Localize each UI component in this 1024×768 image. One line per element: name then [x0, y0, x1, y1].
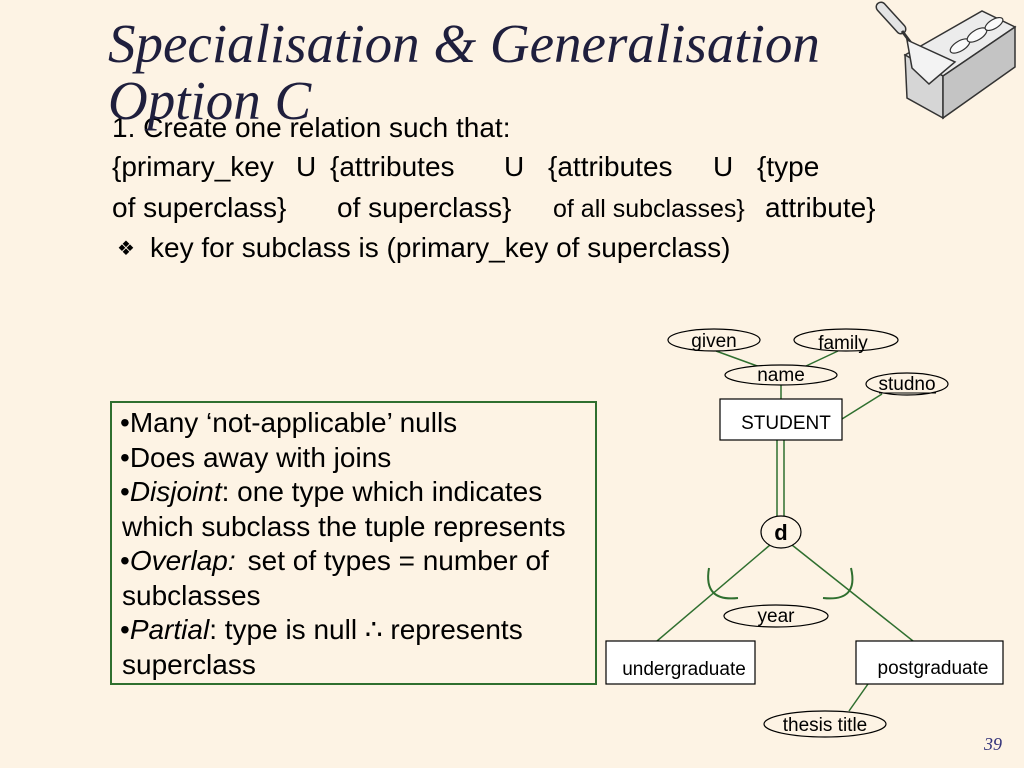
list-item-text: Does away with joins — [129, 441, 392, 473]
slide-title-line-2: Option C — [108, 70, 312, 131]
trowel-handle — [877, 3, 905, 33]
formula-token: of superclass} — [337, 192, 512, 223]
key-bullet-line: ❖ key for subclass is (primary_key of su… — [0, 228, 1024, 268]
family-attribute — [793, 328, 899, 352]
thesis-title-label: thesis title — [783, 715, 867, 736]
given-label: given — [691, 331, 736, 352]
union-operator: U — [713, 151, 734, 182]
key-note-text: key for subclass is (primary_key of supe… — [150, 232, 731, 263]
name-attribute — [724, 364, 838, 386]
family-connector — [805, 350, 839, 367]
bullet: • — [120, 545, 130, 576]
year-attribute — [723, 604, 829, 628]
formula-token: {primary_key — [112, 151, 274, 182]
studno-connector — [841, 393, 883, 420]
page-number: 39 — [984, 734, 1002, 754]
studno-label: studno — [878, 374, 935, 395]
formula-token: {attributes — [548, 151, 673, 182]
formula-token: attribute} — [765, 192, 876, 223]
union-operator: U — [296, 151, 317, 182]
list-item-term: Overlap: — [129, 545, 236, 576]
relation-intro: 1. Create one relation such that: — [0, 108, 1024, 148]
undergraduate-entity — [605, 640, 756, 685]
list-item-continued: which subclass the tuple represents — [122, 510, 566, 542]
family-label: family — [818, 333, 868, 354]
relation-formula-row-2: of superclass} of superclass} of all sub… — [0, 188, 1024, 228]
connectors — [656, 350, 914, 712]
postgraduate-entity — [855, 640, 1004, 685]
name-label: name — [757, 365, 805, 386]
union-operator: U — [504, 151, 525, 182]
relation-intro-text: 1. Create one relation such that: — [112, 112, 511, 143]
list-item-text: : type is null ∴ represents — [209, 614, 523, 645]
formula-token: of superclass} — [112, 192, 287, 223]
formula-token: {type — [757, 151, 820, 182]
disjoint-circle — [760, 515, 802, 549]
slide-title-line-1: Specialisation & Generalisation — [108, 13, 820, 74]
bullet: • — [120, 441, 130, 473]
formula-token: of all subclasses} — [553, 195, 745, 223]
diamond-bullet-icon: ❖ — [117, 236, 135, 260]
disjoint-label: d — [774, 520, 787, 545]
list-item-term: Disjoint — [129, 476, 222, 507]
studno-attribute — [865, 372, 949, 396]
undergraduate-label: undergraduate — [622, 659, 746, 680]
list-item: •Partial: type is null ∴ represents — [120, 613, 595, 648]
brick-trowel-icon — [875, 1, 1017, 120]
bullet: • — [120, 407, 130, 438]
entity-boxes — [605, 398, 1004, 685]
bullet: • — [120, 476, 130, 507]
list-item-text: set of types = number of — [247, 545, 549, 576]
list-item: •Does away with joins — [120, 441, 595, 476]
thesis-title-attribute — [763, 710, 887, 738]
trowel-blade — [906, 38, 957, 86]
student-label: STUDENT — [741, 413, 831, 434]
given-attribute — [667, 328, 761, 352]
notes-box: •Many ‘not-applicable’ nulls •Does away … — [110, 401, 597, 685]
brick-right-face — [942, 25, 1016, 120]
list-item-continued: subclasses — [122, 579, 261, 611]
attribute-ellipses — [667, 328, 949, 738]
brick-hole — [984, 16, 1004, 32]
list-item-text: : one type which indicates — [221, 476, 543, 507]
bullet: • — [120, 614, 130, 645]
relation-formula-row-1: {primary_key U {attributes U {attributes… — [0, 147, 1024, 187]
student-entity — [719, 398, 843, 441]
list-item: •Disjoint: one type which indicates — [120, 475, 595, 510]
list-item: •Many ‘not-applicable’ nulls — [120, 406, 595, 441]
subset-symbol-right — [822, 567, 854, 600]
list-item-text: Many ‘not-applicable’ nulls — [129, 407, 458, 438]
year-label: year — [758, 606, 796, 627]
list-item-continued: superclass — [122, 648, 256, 680]
postgraduate-link — [791, 544, 914, 642]
given-connector — [715, 350, 761, 368]
thesis-title-connector — [848, 683, 869, 712]
postgraduate-label: postgraduate — [878, 658, 989, 679]
list-item-term: Partial — [129, 614, 210, 645]
subset-symbol-left — [707, 567, 739, 600]
formula-token: {attributes — [330, 151, 455, 182]
list-item: •Overlap: set of types = number of — [120, 544, 595, 579]
slide-title: Specialisation & Generalisation Option C — [108, 15, 820, 129]
